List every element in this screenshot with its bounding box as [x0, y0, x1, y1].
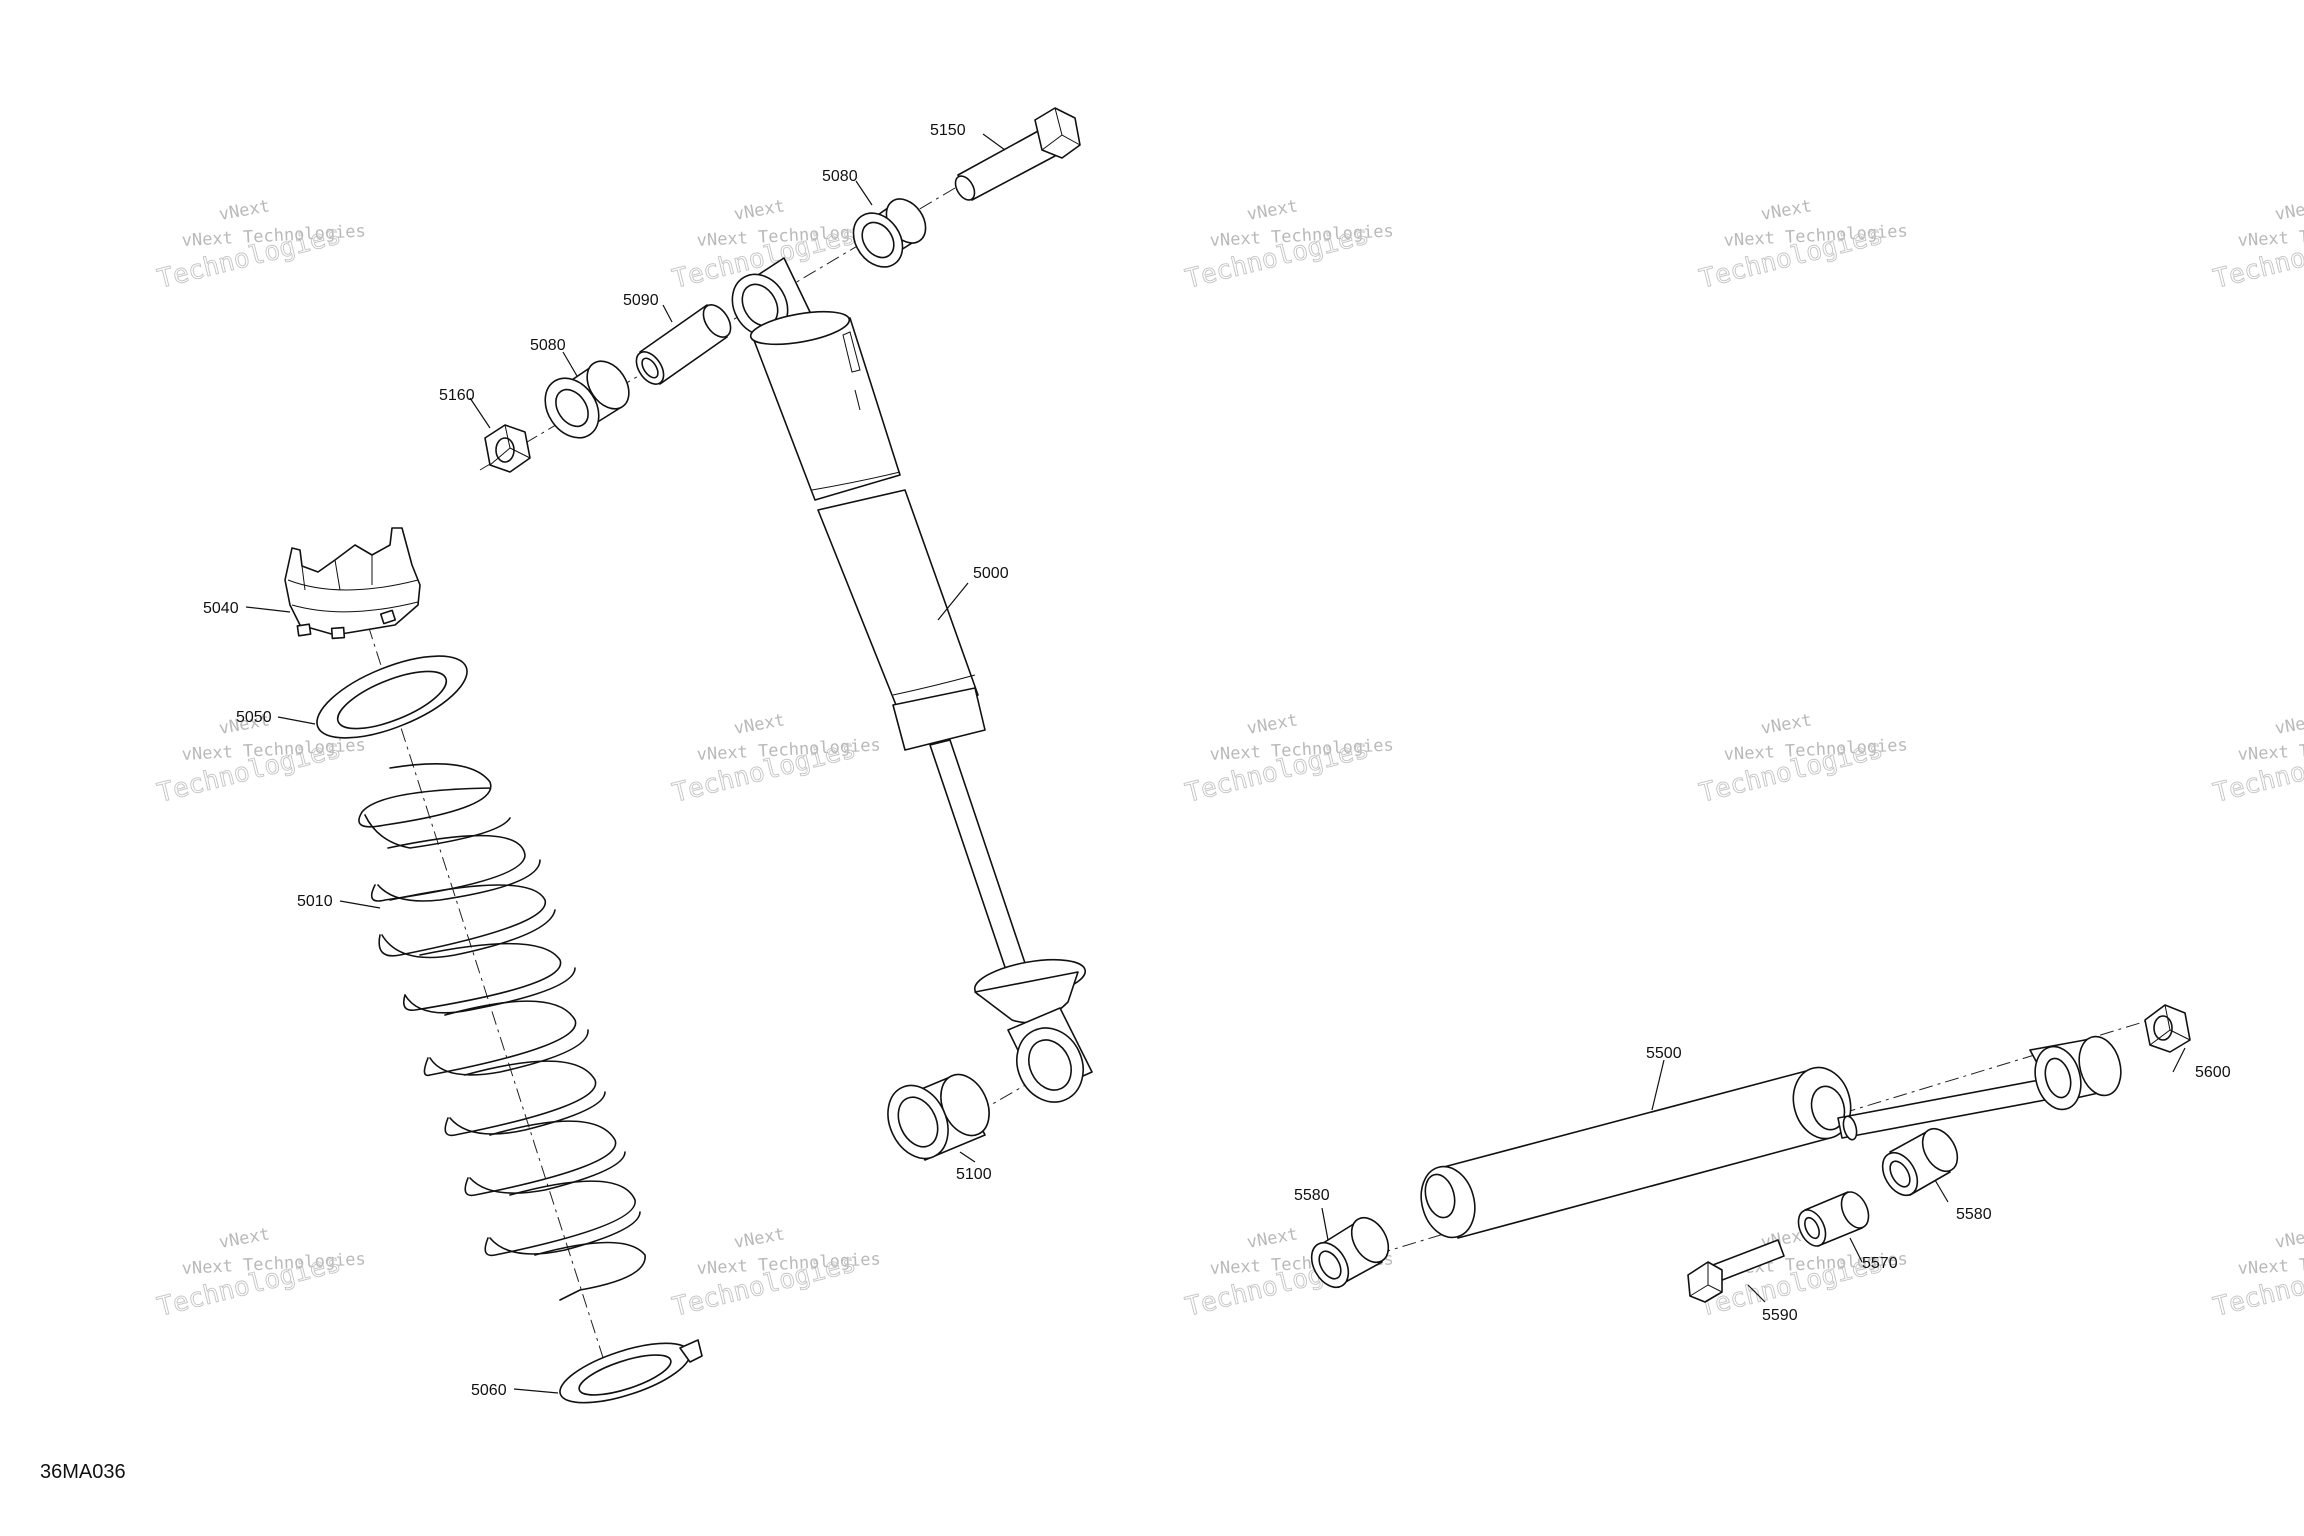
retainer-5040	[284, 527, 421, 640]
svg-text:vNext: vNext	[217, 1224, 271, 1253]
callout-5090: 5090	[623, 292, 659, 309]
callout-5570: 5570	[1862, 1255, 1898, 1272]
spring-axis	[359, 599, 616, 1396]
svg-text:vNext: vNext	[1245, 196, 1299, 225]
callouts: 5150 5080 5090 5080 5160 5040 5050 5010 …	[203, 122, 2231, 1399]
watermark: vNext vNext Technologies Technologies	[1182, 710, 1394, 809]
nut-5160	[484, 424, 531, 473]
svg-text:vNext: vNext	[732, 1224, 786, 1253]
bushing-5580-right	[1881, 1127, 1959, 1197]
callout-5500: 5500	[1646, 1045, 1682, 1062]
spring-5010	[358, 763, 646, 1301]
callout-5160: 5160	[439, 387, 475, 404]
callout-5580-left: 5580	[1294, 1187, 1330, 1204]
seat-5050	[316, 655, 468, 739]
svg-text:vNext: vNext	[1245, 1224, 1299, 1253]
bushing-5580-left	[1310, 1216, 1390, 1289]
callout-5150: 5150	[930, 122, 966, 139]
bolt-5150	[954, 107, 1081, 201]
sleeve-5090	[635, 304, 732, 385]
watermark: vNext vNext Technologies Technologies	[2210, 710, 2304, 809]
callout-5100: 5100	[956, 1166, 992, 1183]
svg-text:vNext: vNext	[1245, 710, 1299, 739]
callout-5580-right: 5580	[1956, 1206, 1992, 1223]
callout-5080-top: 5080	[822, 168, 858, 185]
watermark: vNext vNext Technologies Technologies	[669, 710, 881, 809]
callout-5050: 5050	[236, 709, 272, 726]
leader-lines	[245, 133, 2186, 1394]
shock-5000	[731, 257, 1093, 1103]
svg-text:vNext: vNext	[2273, 196, 2304, 225]
bolt-5590	[1687, 1239, 1785, 1303]
watermark: vNext vNext Technologies Technologies	[154, 1224, 366, 1323]
svg-text:vNext: vNext	[732, 196, 786, 225]
sleeve-5570	[1797, 1191, 1870, 1247]
callout-5600: 5600	[2195, 1064, 2231, 1081]
bushing-5100	[887, 1073, 990, 1161]
figure-code: 36MA036	[40, 1461, 126, 1483]
callout-5060: 5060	[471, 1382, 507, 1399]
watermark: vNext vNext Technologies Technologies	[1696, 196, 1908, 295]
watermark: vNext vNext Technologies Technologies	[1696, 710, 1908, 809]
watermark: vNext vNext Technologies Technologies	[154, 196, 366, 295]
watermark: vNext vNext Technologies Technologies	[669, 1224, 881, 1323]
watermark: vNext vNext Technologies Technologies	[2210, 196, 2304, 295]
watermarks: vNext vNext Technologies Technologies vN…	[154, 196, 2304, 1323]
callout-5040: 5040	[203, 600, 239, 617]
seat-5060	[559, 1339, 703, 1404]
callout-5590: 5590	[1762, 1307, 1798, 1324]
watermark: vNext vNext Technologies Technologies	[1182, 196, 1394, 295]
svg-text:vNext: vNext	[217, 196, 271, 225]
svg-text:vNext: vNext	[2273, 710, 2304, 739]
bushing-5080-top	[852, 198, 927, 268]
callout-5080-mid: 5080	[530, 337, 566, 354]
watermark: vNext vNext Technologies Technologies	[2210, 1224, 2304, 1323]
svg-text:vNext: vNext	[1759, 710, 1813, 739]
bushing-5080-mid	[544, 360, 630, 439]
svg-text:vNext: vNext	[732, 710, 786, 739]
nut-5600	[2144, 1004, 2191, 1053]
callout-5000: 5000	[973, 565, 1009, 582]
shock-5500	[1420, 1035, 2122, 1239]
svg-text:vNext: vNext	[1759, 196, 1813, 225]
lower-mount-axis	[929, 1064, 1061, 1141]
svg-text:vNext: vNext	[2273, 1224, 2304, 1253]
callout-5010: 5010	[297, 893, 333, 910]
